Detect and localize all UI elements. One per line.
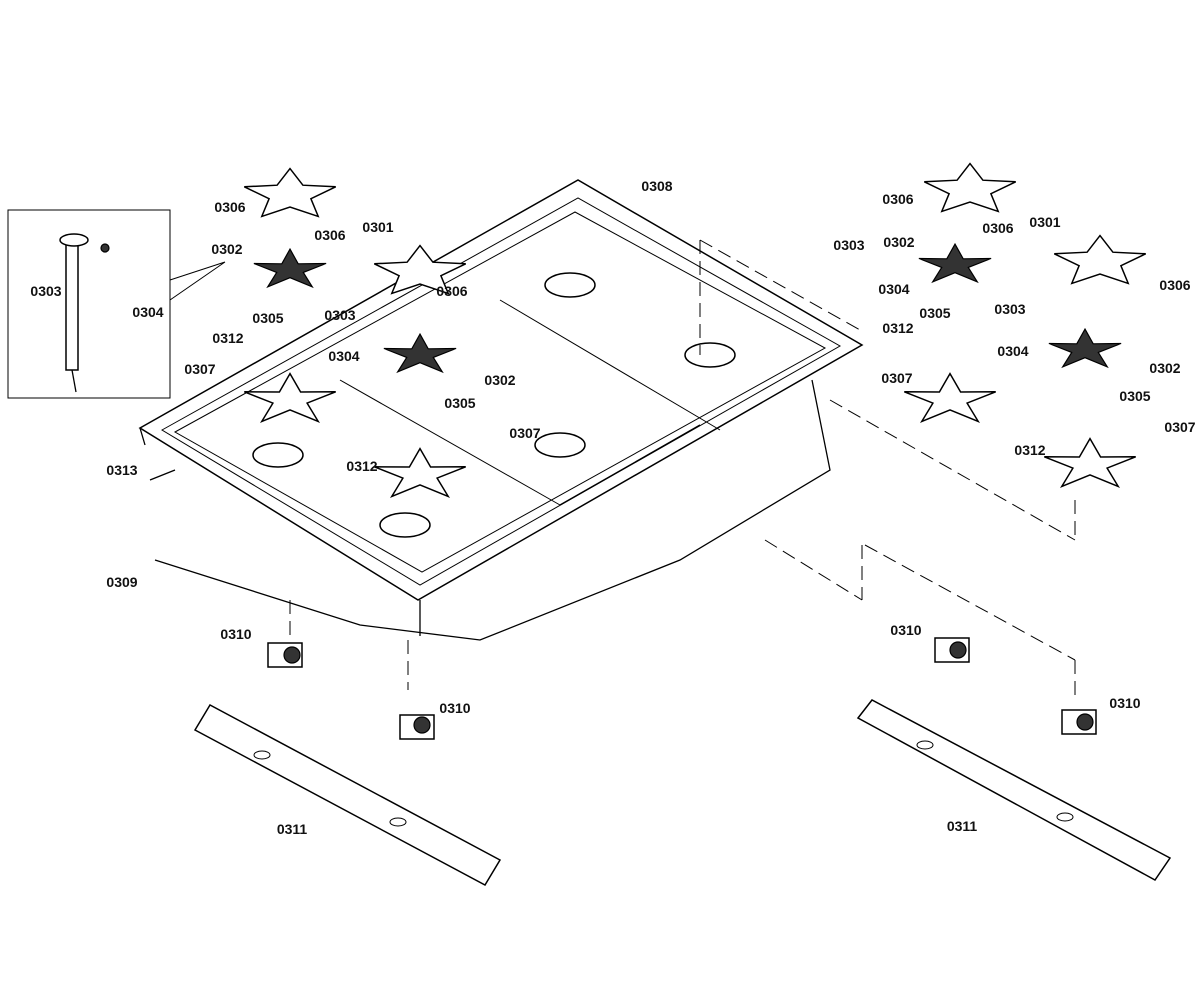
callout-0304: 0304 <box>878 281 909 297</box>
callout-0305: 0305 <box>1119 388 1150 404</box>
callout-0308: 0308 <box>641 178 672 194</box>
callout-0301: 0301 <box>362 219 393 235</box>
inset-detail-box <box>7 209 171 399</box>
thermocouple-detail <box>59 233 226 393</box>
callout-0312: 0312 <box>882 320 913 336</box>
callout-0304: 0304 <box>132 304 163 320</box>
callout-0305: 0305 <box>252 310 283 326</box>
callout-0311: 0311 <box>947 818 978 834</box>
burner-cap-0301 <box>373 244 467 295</box>
burner-caps <box>243 162 1147 498</box>
callout-0311: 0311 <box>277 821 308 837</box>
callout-0312: 0312 <box>212 330 243 346</box>
callout-0306: 0306 <box>1159 277 1190 293</box>
burner-base-0307 <box>374 447 466 498</box>
callout-0305: 0305 <box>444 395 475 411</box>
callout-0302: 0302 <box>211 241 242 257</box>
burner-head-0302 <box>383 332 457 374</box>
callout-0303: 0303 <box>833 237 864 253</box>
callout-0310: 0310 <box>220 626 251 642</box>
callout-0307: 0307 <box>881 370 912 386</box>
burner-head-0302 <box>253 247 327 289</box>
callout-0313: 0313 <box>106 462 137 478</box>
callout-0304: 0304 <box>997 343 1028 359</box>
callout-0307: 0307 <box>184 361 215 377</box>
callout-0310: 0310 <box>890 622 921 638</box>
burner-cap-0301 <box>243 167 337 218</box>
callout-0312: 0312 <box>346 458 377 474</box>
cooktop-tray-0308 <box>138 179 864 636</box>
burner-head-0302 <box>918 242 992 284</box>
burner-base-0307 <box>1044 437 1136 488</box>
burner-head-0302 <box>1048 327 1122 369</box>
callout-0303: 0303 <box>994 301 1025 317</box>
burner-holes <box>252 272 736 538</box>
callout-0306: 0306 <box>314 227 345 243</box>
callout-0303: 0303 <box>30 283 61 299</box>
brackets-0311 <box>193 699 1172 886</box>
callout-0303: 0303 <box>324 307 355 323</box>
callout-0302: 0302 <box>484 372 515 388</box>
callout-0301: 0301 <box>1029 214 1060 230</box>
burner-cap-0301 <box>1053 234 1147 285</box>
callout-0307: 0307 <box>1164 419 1195 435</box>
callout-0305: 0305 <box>919 305 950 321</box>
burner-cap-0301 <box>923 162 1017 213</box>
callout-0312: 0312 <box>1014 442 1045 458</box>
alignment-lines <box>289 239 1076 700</box>
callout-labels: 0308 0306 0301 0306 0302 0303 0304 0305 0312 0303… <box>30 178 1195 837</box>
callout-0306: 0306 <box>882 191 913 207</box>
callout-0306: 0306 <box>982 220 1013 236</box>
callout-0306: 0306 <box>436 283 467 299</box>
callout-0309: 0309 <box>106 574 137 590</box>
burner-base-0307 <box>244 372 336 423</box>
burner-base-0307 <box>904 372 996 423</box>
callout-0310: 0310 <box>1109 695 1140 711</box>
lower-panel-0309 <box>149 379 831 641</box>
callout-0306: 0306 <box>214 199 245 215</box>
callout-0302: 0302 <box>1149 360 1180 376</box>
callout-0304: 0304 <box>328 348 359 364</box>
callout-0307: 0307 <box>509 425 540 441</box>
callout-0302: 0302 <box>883 234 914 250</box>
callout-0310: 0310 <box>439 700 470 716</box>
valves-0310 <box>267 637 1097 740</box>
